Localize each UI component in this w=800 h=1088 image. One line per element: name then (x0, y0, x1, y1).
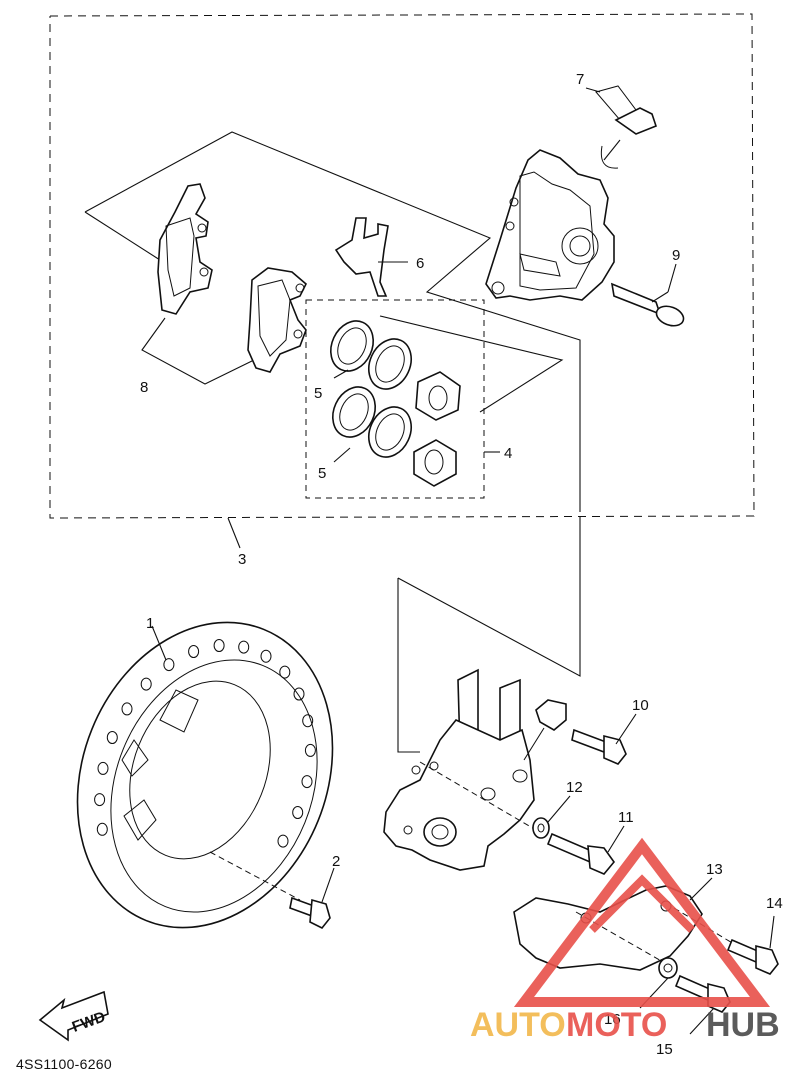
disc-vent-hole (279, 665, 291, 679)
washer-12 (532, 795, 571, 839)
caliper-mount-leader (397, 516, 581, 677)
callout-2: 2 (332, 853, 340, 870)
watermark-moto: MOTO (566, 1006, 667, 1044)
disc-vent-hole (301, 775, 313, 789)
piston-seals (330, 320, 412, 458)
disc-bolt-2 (289, 867, 335, 930)
bolt-11 (546, 825, 625, 875)
callout-11: 11 (618, 809, 634, 826)
diagram-code: 4SS1100-6260 (16, 1056, 112, 1072)
caliper-assembly-kit-boundary (49, 13, 755, 519)
brake-pad-left (157, 183, 213, 315)
callout-7: 7 (576, 71, 584, 88)
disc-vent-hole (292, 806, 304, 819)
front-fork-leg (383, 668, 567, 871)
brake-pad-right (247, 267, 307, 373)
brake-caliper (485, 149, 615, 301)
watermark-triangle (513, 837, 771, 1007)
callout-9: 9 (672, 247, 680, 264)
caliper-bolt-10 (571, 713, 637, 765)
disc-vent-hole (304, 743, 316, 757)
disc-vent-hole (97, 761, 109, 775)
disc-vent-hole (94, 793, 106, 807)
seal-kit-boundary (305, 299, 485, 499)
disc-vent-hole (163, 658, 175, 672)
pad-leader-line-3 (141, 317, 259, 385)
callout-15: 15 (656, 1041, 673, 1058)
disc-vent-hole (238, 640, 250, 654)
callout-4: 4 (504, 445, 512, 462)
pad-leader-line (84, 131, 581, 512)
disc-vent-hole (188, 645, 200, 658)
disc-vent-hole (293, 687, 305, 701)
callout-5b: 5 (318, 465, 326, 482)
callout-5a: 5 (314, 385, 322, 402)
disc-vent-hole (213, 639, 225, 652)
watermark-auto: AUTO (470, 1006, 566, 1044)
brake-disc (76, 621, 334, 929)
watermark-hub: HUB (706, 1006, 780, 1044)
pistons (413, 371, 461, 487)
pad-pin (610, 263, 685, 327)
callout-13: 13 (706, 861, 723, 878)
bleed-screw (595, 85, 657, 169)
watermark-logo: AUTO MOTO HUB (470, 837, 780, 1044)
seal-leader-line (379, 315, 564, 413)
callout-14: 14 (766, 895, 783, 912)
forward-direction-arrow: FWD (38, 990, 109, 1042)
disc-vent-hole (96, 822, 108, 836)
callout-1: 1 (146, 615, 154, 632)
callout-10: 10 (632, 697, 649, 714)
pad-spring (334, 217, 389, 297)
callout-16: 16 (604, 1011, 621, 1028)
callout-6: 6 (416, 255, 424, 272)
disc-vent-hole (302, 714, 314, 728)
disc-vent-hole (106, 731, 118, 744)
bolt-14 (726, 915, 779, 975)
callout-3: 3 (238, 551, 246, 568)
callout-8: 8 (140, 379, 148, 396)
callout-12: 12 (566, 779, 583, 796)
disc-vent-hole (277, 834, 289, 848)
disc-vent-hole (121, 702, 133, 716)
disc-vent-hole (260, 649, 272, 663)
disc-vent-hole (140, 677, 152, 691)
pad-leader-line-2 (84, 211, 161, 261)
